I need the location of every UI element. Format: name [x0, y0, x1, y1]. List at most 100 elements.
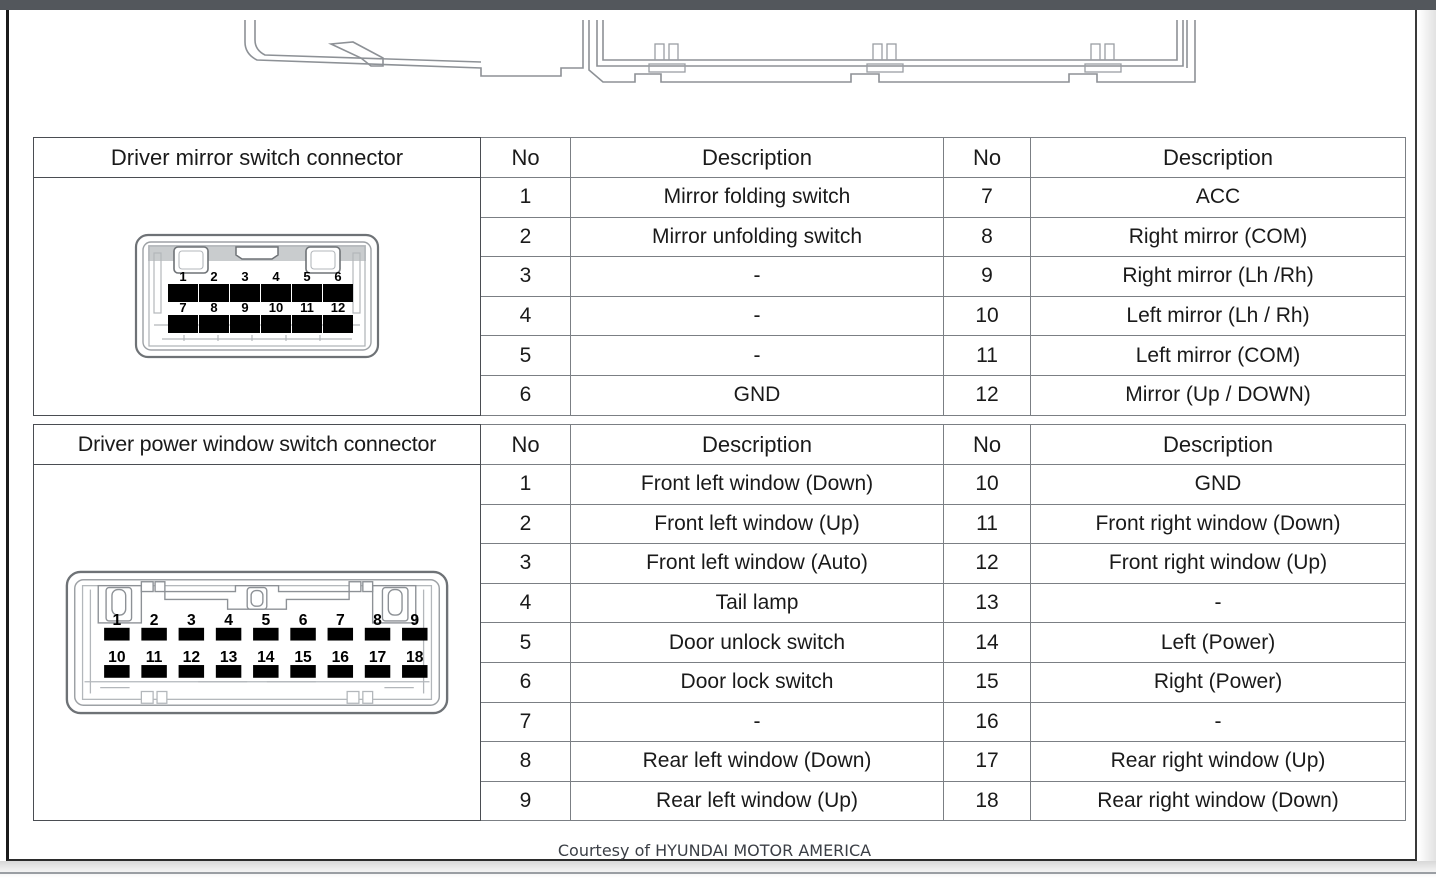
- table-header-row: Driver power window switch connector No …: [33, 424, 1406, 465]
- column-header-description-left: Description: [570, 137, 944, 178]
- pin-desc-right: Rear right window (Up): [1030, 741, 1406, 782]
- table-row: 4 Tail lamp 13 -: [34, 582, 1406, 624]
- pin-desc-right: Right mirror (COM): [1030, 216, 1406, 258]
- pin-desc-left: Front left window (Auto): [570, 543, 944, 584]
- pin-desc-right: Front right window (Down): [1030, 503, 1406, 545]
- pin-no-right: 17: [943, 741, 1031, 782]
- table-row: 8 Rear left window (Down) 17 Rear right …: [34, 741, 1406, 782]
- pin-no-left: 1: [480, 464, 571, 505]
- pin-desc-right: Right mirror (Lh /Rh): [1030, 256, 1406, 297]
- pin-label-6: 6: [299, 612, 308, 629]
- table-row: 6 GND 12 Mirror (Up / DOWN): [34, 374, 1406, 416]
- pin-label-14: 14: [257, 649, 275, 666]
- pin-label-2: 2: [150, 612, 159, 629]
- pin-no-right: 11: [943, 335, 1031, 376]
- pin-label-2: 2: [210, 269, 217, 284]
- pin-label-13: 13: [220, 649, 238, 666]
- pin-no-right: 12: [943, 374, 1031, 416]
- pin-label-10: 10: [269, 300, 283, 315]
- pin-no-right: 8: [943, 216, 1031, 258]
- pin-desc-left: -: [570, 295, 944, 337]
- table-row: 3 - 9 Right mirror (Lh /Rh): [34, 256, 1406, 297]
- pin-no-left: 4: [480, 582, 571, 624]
- pin-no-left: 3: [480, 543, 571, 584]
- pin-desc-left: Door unlock switch: [570, 622, 944, 663]
- pin-label-11: 11: [146, 649, 163, 666]
- pin-label-17: 17: [369, 649, 387, 666]
- pin-desc-left: -: [570, 256, 944, 297]
- document-page: Driver mirror switch connector No Descri…: [6, 0, 1417, 861]
- pin-desc-right: Right (Power): [1030, 661, 1406, 703]
- courtesy-note: Courtesy of HYUNDAI MOTOR AMERICA: [557, 841, 872, 860]
- pin-desc-right: Left (Power): [1030, 622, 1406, 663]
- pin-no-right: 15: [943, 661, 1031, 703]
- pin-label-15: 15: [294, 649, 312, 666]
- pin-desc-left: -: [570, 335, 944, 376]
- 12-pin-connector-diagram: 1 2 3 4 5 6: [34, 229, 480, 364]
- pin-label-8: 8: [210, 300, 217, 315]
- driver-power-window-switch-connector-table: Driver power window switch connector No …: [33, 424, 1406, 822]
- table-row: 7 - 16 -: [34, 701, 1406, 743]
- pin-label-12: 12: [331, 300, 345, 315]
- pin-label-3: 3: [241, 269, 248, 284]
- table-row: 4 - 10 Left mirror (Lh / Rh): [34, 295, 1406, 337]
- pin-no-right: 10: [943, 464, 1031, 505]
- pin-desc-right: GND: [1030, 464, 1406, 505]
- cropped-connector-illustration: [231, 0, 1231, 90]
- column-header-no-left: No: [480, 424, 571, 465]
- pin-no-right: 11: [943, 503, 1031, 545]
- page-right-gutter: [1419, 10, 1436, 861]
- column-header-description-left: Description: [570, 424, 944, 465]
- pin-desc-right: -: [1030, 701, 1406, 743]
- pin-no-right: 18: [943, 780, 1031, 822]
- pin-label-5: 5: [261, 612, 270, 629]
- viewer-bottom-rule: [0, 872, 1436, 874]
- column-header-no-right: No: [943, 424, 1031, 465]
- connector-diagram-cell: 1 2 3 4 5 6: [33, 177, 481, 416]
- table-title: Driver mirror switch connector: [33, 137, 481, 178]
- pin-label-9: 9: [241, 300, 248, 315]
- pin-label-18: 18: [406, 649, 424, 666]
- connector-diagram-cell: 1 2 3 4 5 6 7 8 9: [33, 463, 481, 822]
- pin-no-left: 2: [480, 216, 571, 258]
- pin-desc-left: Door lock switch: [570, 661, 944, 703]
- pin-label-1: 1: [179, 269, 186, 284]
- pin-no-left: 6: [480, 661, 571, 703]
- table-title: Driver power window switch connector: [33, 424, 481, 465]
- pin-desc-left: -: [570, 701, 944, 743]
- pin-label-3: 3: [187, 612, 196, 629]
- pin-no-right: 13: [943, 582, 1031, 624]
- column-header-no-left: No: [480, 137, 571, 178]
- pin-no-right: 12: [943, 543, 1031, 584]
- pin-label-6: 6: [334, 269, 341, 284]
- table-header-row: Driver mirror switch connector No Descri…: [33, 137, 1406, 178]
- table-row: 5 - 11 Left mirror (COM): [34, 335, 1406, 376]
- pin-label-10: 10: [108, 649, 126, 666]
- pin-no-left: 1: [480, 177, 571, 218]
- pin-no-left: 5: [480, 335, 571, 376]
- pin-label-4: 4: [272, 269, 280, 284]
- pin-label-7: 7: [179, 300, 186, 315]
- pin-label-7: 7: [336, 612, 345, 629]
- table-row: 2 Mirror unfolding switch 8 Right mirror…: [34, 216, 1406, 258]
- column-header-description-right: Description: [1030, 424, 1406, 465]
- pin-desc-right: Left mirror (COM): [1030, 335, 1406, 376]
- cropped-connector-svg: [244, 0, 1196, 83]
- pin-label-4: 4: [224, 612, 233, 629]
- 18-pin-connector-svg: 1 2 3 4 5 6 7 8 9: [65, 570, 449, 715]
- 12-pin-connector-svg: 1 2 3 4 5 6: [134, 233, 380, 358]
- pin-desc-right: Mirror (Up / DOWN): [1030, 374, 1406, 416]
- pin-desc-left: Mirror unfolding switch: [570, 216, 944, 258]
- pin-no-left: 7: [480, 701, 571, 743]
- pin-no-right: 16: [943, 701, 1031, 743]
- pin-label-8: 8: [373, 612, 382, 629]
- table-row: 3 Front left window (Auto) 12 Front righ…: [34, 543, 1406, 584]
- pin-desc-left: GND: [570, 374, 944, 416]
- pin-no-left: 8: [480, 741, 571, 782]
- pin-desc-right: Front right window (Up): [1030, 543, 1406, 584]
- table-row: 2 Front left window (Up) 11 Front right …: [34, 503, 1406, 545]
- pin-no-right: 14: [943, 622, 1031, 663]
- pin-label-1: 1: [113, 612, 122, 629]
- table-row: 5 Door unlock switch 14 Left (Power): [34, 622, 1406, 663]
- pin-label-5: 5: [303, 269, 310, 284]
